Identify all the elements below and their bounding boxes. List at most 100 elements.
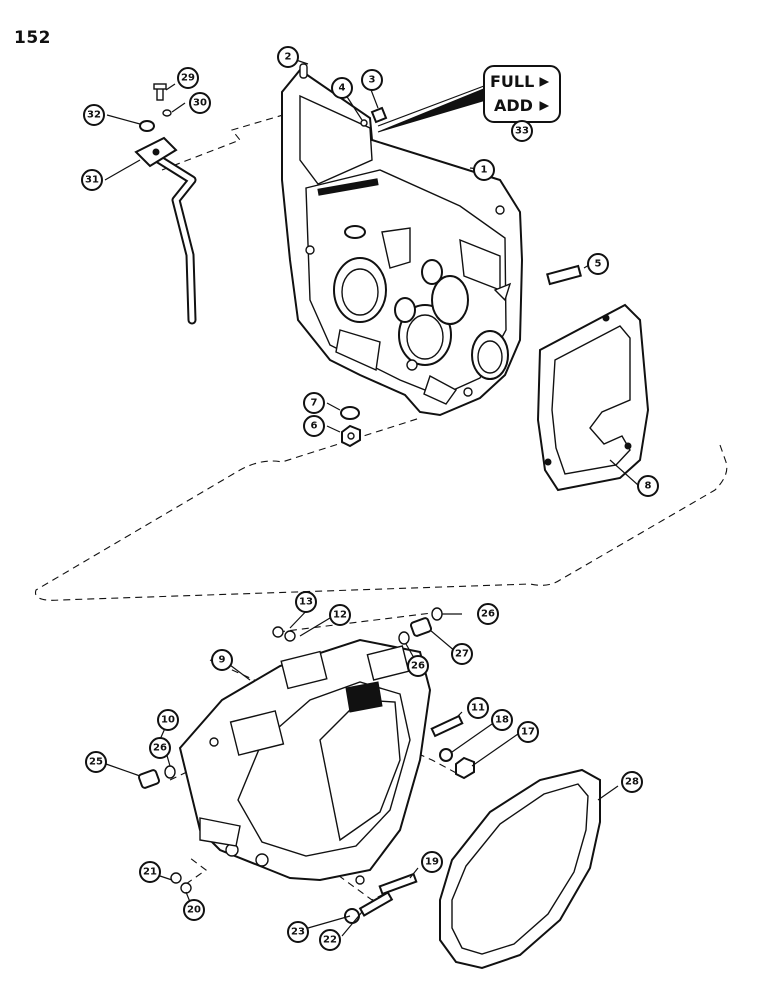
- callout-10-label: 10: [161, 715, 175, 726]
- callout-1: 1: [473, 159, 495, 181]
- callout-33-label: 33: [515, 126, 529, 137]
- callout-circle: [149, 737, 171, 759]
- callout-circle: [451, 643, 473, 665]
- callout-circle: [287, 921, 309, 943]
- callout-9: 9: [211, 649, 233, 671]
- callout-27: 27: [451, 643, 473, 665]
- callout-circle: [277, 46, 299, 68]
- callout-circle: [295, 591, 317, 613]
- callout-13-label: 13: [299, 597, 313, 608]
- callout-circle: [183, 899, 205, 921]
- callout-26c: 26: [477, 603, 499, 625]
- callout-circle: [157, 709, 179, 731]
- callout-3-label: 3: [369, 75, 376, 86]
- callout-18-label: 18: [495, 715, 509, 726]
- callout-31: 31: [81, 169, 103, 191]
- callout-4: 4: [331, 77, 353, 99]
- callout-19-label: 19: [425, 857, 439, 868]
- callout-13: 13: [295, 591, 317, 613]
- clutch-housing-gasket: [439, 768, 601, 970]
- callout-layer: 1234567891011121317181920212223252626262…: [81, 46, 659, 951]
- lower-small-parts: [137, 607, 475, 924]
- add-mark-label: ADD: [494, 96, 533, 115]
- callout-26b-label: 26: [411, 661, 425, 672]
- page-number: 152: [14, 28, 51, 48]
- full-mark-label: FULL: [490, 72, 534, 91]
- callout-5-label: 5: [595, 259, 602, 270]
- callout-circle: [621, 771, 643, 793]
- callout-7-label: 7: [311, 398, 318, 409]
- callout-circle: [139, 861, 161, 883]
- callout-8-label: 8: [645, 481, 652, 492]
- callout-circle: [421, 851, 443, 873]
- callout-9-label: 9: [219, 655, 226, 666]
- callout-30-label: 30: [193, 98, 207, 109]
- callout-20-label: 20: [187, 905, 201, 916]
- callout-22: 22: [319, 929, 341, 951]
- callout-circle: [473, 159, 495, 181]
- clutch-housing: [178, 638, 432, 885]
- callout-circle: [361, 69, 383, 91]
- callout-21-label: 21: [143, 867, 157, 878]
- callout-33: 33: [511, 120, 533, 142]
- callout-8: 8: [637, 475, 659, 497]
- callout-circle: [517, 721, 539, 743]
- callout-12: 12: [329, 604, 351, 626]
- callout-25: 25: [85, 751, 107, 773]
- callout-circle: [331, 77, 353, 99]
- callout-circle: [83, 104, 105, 126]
- callout-23-label: 23: [291, 927, 305, 938]
- callout-32-label: 32: [87, 110, 101, 121]
- callout-7: 7: [303, 392, 325, 414]
- callout-19: 19: [421, 851, 443, 873]
- dipstick-tube: [134, 136, 197, 325]
- callout-28: 28: [621, 771, 643, 793]
- callout-26a: 26: [149, 737, 171, 759]
- callout-circle: [85, 751, 107, 773]
- callout-circle: [303, 415, 325, 437]
- callout-circle: [211, 649, 233, 671]
- callout-circle: [81, 169, 103, 191]
- callout-26c-label: 26: [481, 609, 495, 620]
- callout-circle: [477, 603, 499, 625]
- dipstick-level-label: FULL ADD: [377, 65, 561, 133]
- callout-17: 17: [517, 721, 539, 743]
- callout-circle: [329, 604, 351, 626]
- callout-3: 3: [361, 69, 383, 91]
- callout-22-label: 22: [323, 935, 337, 946]
- callout-circle: [587, 253, 609, 275]
- callout-11: 11: [467, 697, 489, 719]
- callout-2: 2: [277, 46, 299, 68]
- callout-30: 30: [189, 92, 211, 114]
- callout-21: 21: [139, 861, 161, 883]
- callout-circle: [407, 655, 429, 677]
- callout-5: 5: [587, 253, 609, 275]
- callout-29-label: 29: [181, 73, 195, 84]
- callout-11-label: 11: [471, 703, 485, 714]
- callout-29: 29: [177, 67, 199, 89]
- callout-circle: [319, 929, 341, 951]
- callout-circle: [189, 92, 211, 114]
- callout-18: 18: [491, 709, 513, 731]
- rear-gasket: [536, 303, 650, 492]
- callout-32: 32: [83, 104, 105, 126]
- callout-25-label: 25: [89, 757, 103, 768]
- callout-23: 23: [287, 921, 309, 943]
- callout-26b: 26: [407, 655, 429, 677]
- callout-27-label: 27: [455, 649, 469, 660]
- callout-circle: [637, 475, 659, 497]
- callout-circle: [491, 709, 513, 731]
- callout-31-label: 31: [85, 175, 99, 186]
- callout-6: 6: [303, 415, 325, 437]
- callout-20: 20: [183, 899, 205, 921]
- callout-circle: [467, 697, 489, 719]
- callout-26a-label: 26: [153, 743, 167, 754]
- callout-2-label: 2: [285, 52, 292, 63]
- callout-10: 10: [157, 709, 179, 731]
- callout-17-label: 17: [521, 727, 535, 738]
- callout-12-label: 12: [333, 610, 347, 621]
- callout-circle: [177, 67, 199, 89]
- callout-1-label: 1: [481, 165, 488, 176]
- transmission-housing: [281, 68, 524, 417]
